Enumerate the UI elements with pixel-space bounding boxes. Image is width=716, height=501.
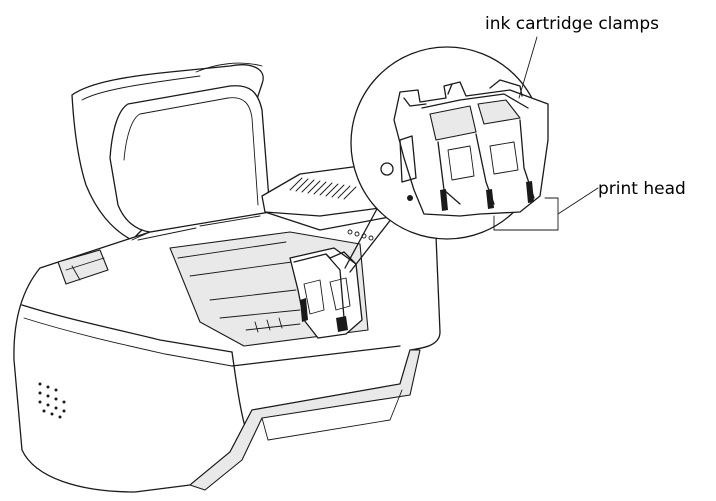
print-head-leader-line bbox=[493, 197, 559, 231]
vent-dots bbox=[38, 382, 66, 419]
print-head-carriage bbox=[289, 247, 363, 339]
label-ink-cartridge-clamps: ink cartridge clamps bbox=[485, 14, 659, 34]
printer-cover bbox=[109, 85, 271, 241]
clamps-leader-line bbox=[518, 36, 538, 99]
magnified-detail bbox=[344, 46, 549, 273]
callout-leaders bbox=[493, 36, 599, 231]
cartridge-clamps-detail bbox=[380, 79, 549, 217]
label-print-head: print head bbox=[598, 179, 686, 199]
